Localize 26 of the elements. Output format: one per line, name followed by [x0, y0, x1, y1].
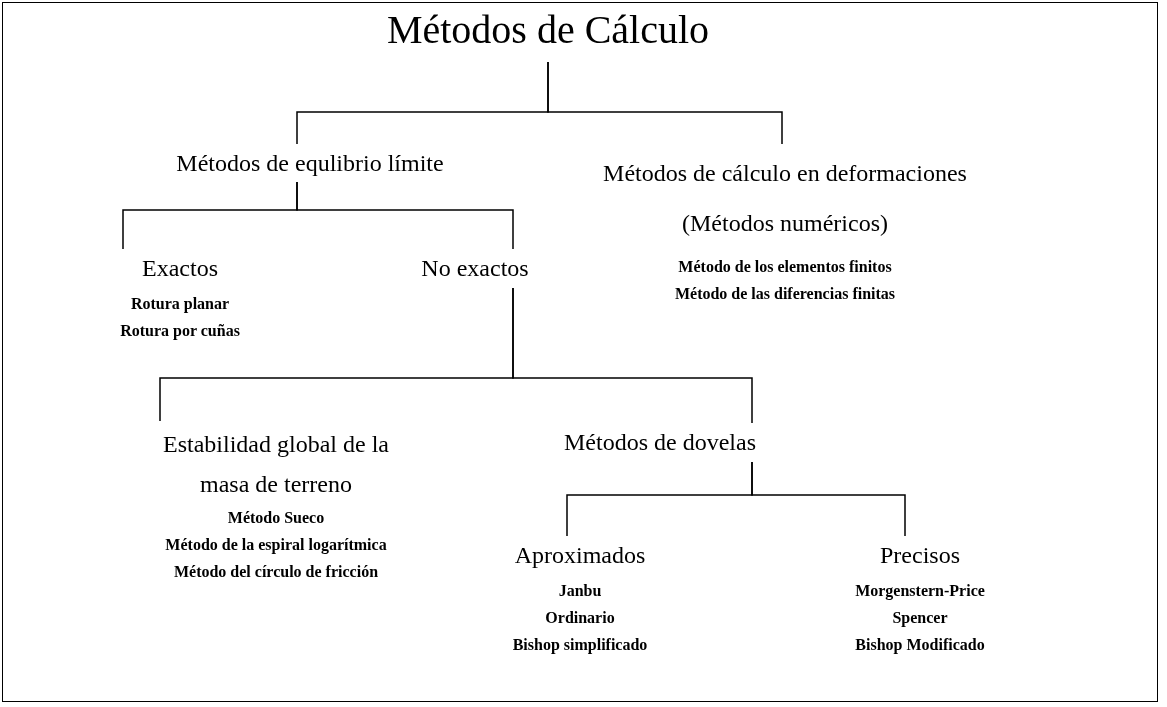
node-heading: Estabilidad global de la masa de terreno — [162, 430, 390, 499]
method-label: Janbu — [557, 581, 603, 602]
node-heading: Exactos — [141, 254, 219, 283]
connector-line — [547, 61, 783, 145]
method-label: Bishop simplificado — [511, 635, 649, 656]
node-heading: Métodos de equlibrio límite — [150, 148, 470, 180]
connector-line — [512, 287, 753, 424]
method-label: Método de la espiral logarítmica — [164, 535, 388, 556]
method-label: Rotura planar — [129, 294, 231, 315]
method-label: Bishop Modificado — [854, 635, 986, 656]
node-heading: Precisos — [879, 541, 961, 570]
method-label: Método de los elementos finitos — [677, 256, 893, 277]
node-heading: Aproximados — [513, 541, 647, 570]
root-heading: Métodos de Cálculo — [248, 6, 848, 54]
method-label: Método de las diferencias finitas — [673, 283, 897, 304]
method-label: Ordinario — [544, 608, 616, 629]
method-label: Método Sueco — [226, 508, 326, 529]
method-label: Spencer — [891, 608, 949, 629]
node-heading: Métodos de dovelas — [560, 427, 760, 459]
method-label: Morgenstern-Price — [854, 581, 986, 602]
method-label: Método del círculo de fricción — [172, 562, 380, 583]
node-heading: No exactos — [400, 253, 550, 285]
connector-line — [296, 181, 514, 250]
node-heading: Métodos de cálculo en deformaciones (Métodos numéricos) — [602, 159, 968, 239]
method-label: Rotura por cuñas — [119, 321, 241, 342]
connector-line — [751, 461, 906, 537]
